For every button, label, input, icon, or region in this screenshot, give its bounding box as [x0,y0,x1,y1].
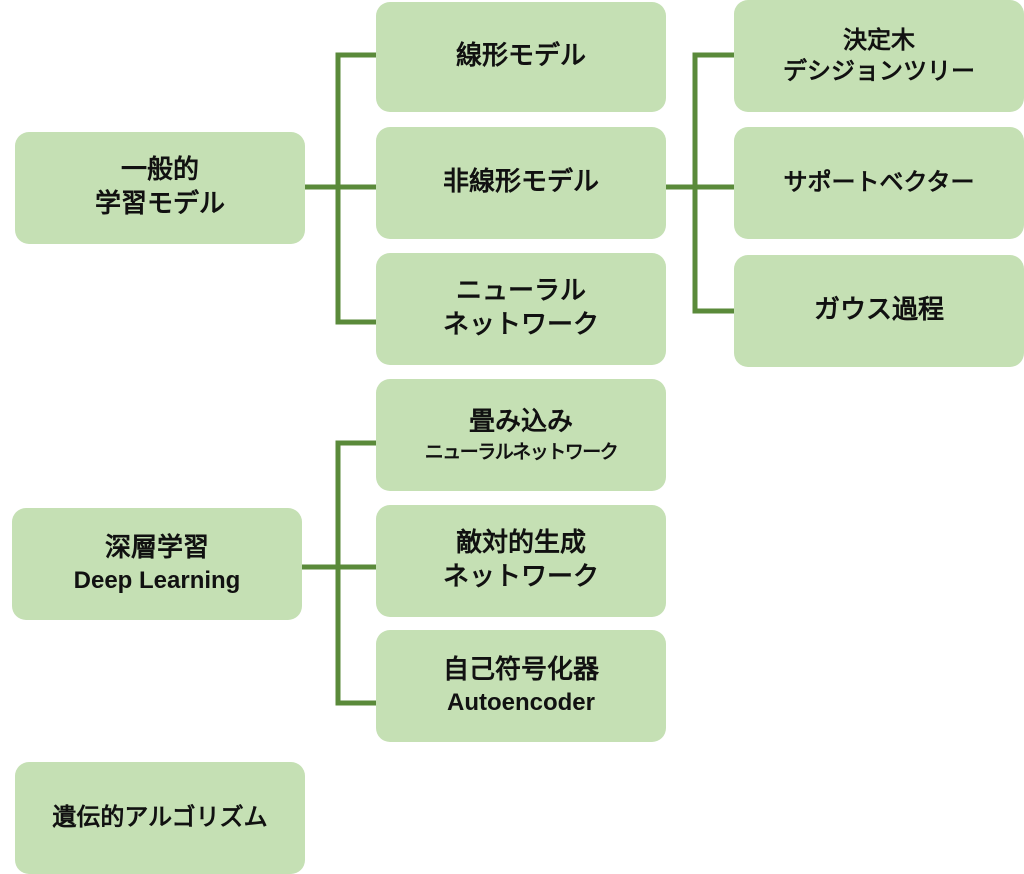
node-gaussian-process: ガウス過程 [734,255,1024,367]
node-label-line1: 決定木 [843,25,915,54]
node-label-line2: デシジョンツリー [783,57,975,85]
node-support-vector: サポートベクター [734,127,1024,239]
node-neural-network: ニューラル ネットワーク [376,253,666,365]
node-genetic-algorithm: 遺伝的アルゴリズム [15,762,305,874]
node-label-line2: Autoencoder [446,689,595,717]
node-deep-learning: 深層学習 Deep Learning [12,508,302,620]
node-label-line1: 敵対的生成 [455,528,586,559]
node-label: 遺伝的アルゴリズム [52,803,268,832]
node-label-line2: 学習モデル [94,189,225,219]
node-label: サポートベクター [783,168,975,197]
node-nonlinear-model: 非線形モデル [376,127,666,239]
node-label-line2: ネットワーク [442,562,599,592]
node-label-line2: ネットワーク [442,310,599,340]
node-generative-adversarial-network: 敵対的生成 ネットワーク [376,505,666,617]
node-label-line2: ニューラルネットワーク [424,440,619,463]
node-linear-model: 線形モデル [376,2,666,112]
node-decision-tree: 決定木 デシジョンツリー [734,0,1024,112]
node-label-line1: 深層学習 [104,532,209,563]
node-label: 非線形モデル [442,167,599,198]
node-label-line1: 一般的 [120,155,199,186]
node-autoencoder: 自己符号化器 Autoencoder [376,630,666,742]
node-label-line1: 自己符号化器 [442,654,599,685]
node-label: 線形モデル [455,41,586,72]
node-label: ガウス過程 [813,295,944,326]
node-label-line1: ニューラル [455,276,586,307]
node-general-learning-models: 一般的 学習モデル [15,132,305,244]
node-convolutional-neural-network: 畳み込み ニューラルネットワーク [376,379,666,491]
node-label-line1: 畳み込み [468,406,573,437]
node-label-line2: Deep Learning [73,567,241,595]
